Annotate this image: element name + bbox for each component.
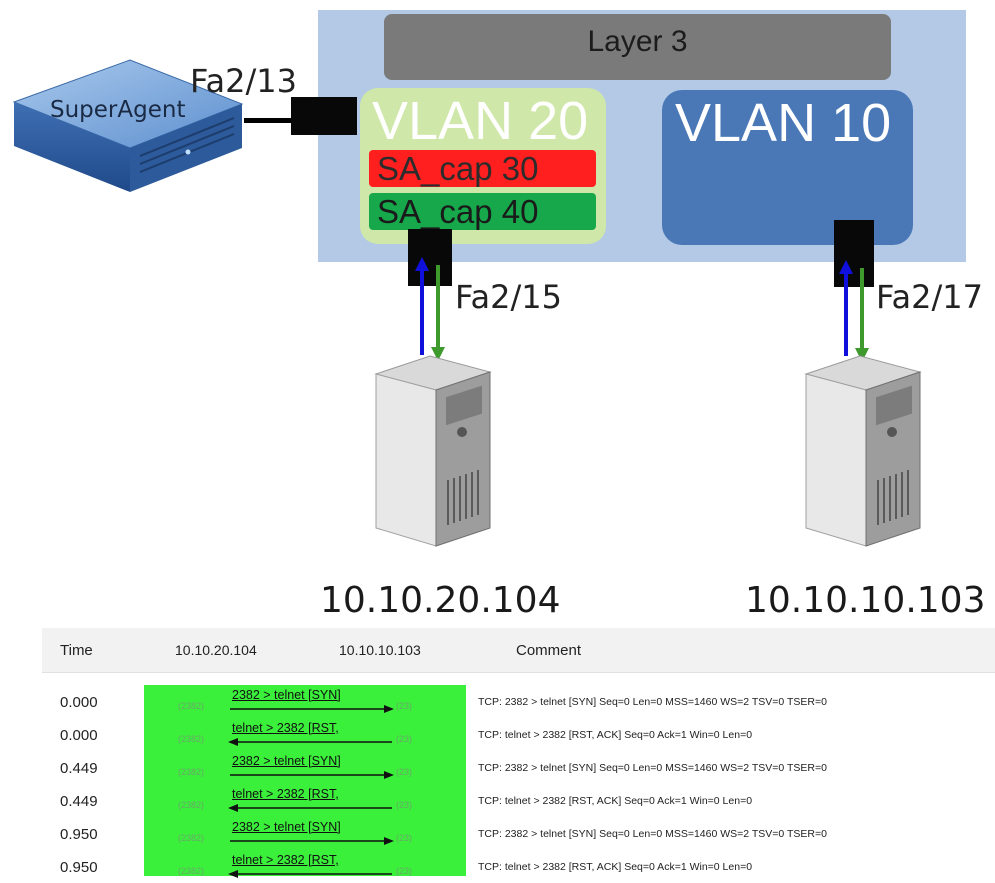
port-fa2-15	[408, 229, 452, 286]
row-flow-label: telnet > 2382 [RST,	[232, 721, 339, 735]
header-comment: Comment	[516, 642, 582, 659]
row-port-a: (2382)	[178, 866, 205, 876]
row-port-a: (2382)	[178, 701, 205, 711]
row-comment: TCP: 2382 > telnet [SYN] Seq=0 Len=0 MSS…	[478, 828, 827, 840]
row-flow-arrow	[230, 705, 394, 713]
port-fa2-17	[834, 220, 874, 287]
row-port-a: (2382)	[178, 800, 205, 810]
host-left-ip: 10.10.20.104	[320, 580, 561, 621]
row-time: 0.449	[60, 760, 98, 777]
server-left-icon	[374, 355, 492, 547]
row-flow-arrow	[228, 804, 392, 812]
sa-cap-40-bar: SA_cap 40	[369, 193, 596, 230]
row-time: 0.950	[60, 859, 98, 876]
row-flow-arrow	[230, 837, 394, 845]
row-flow-arrow	[230, 771, 394, 779]
vlan10-box	[662, 90, 913, 245]
table-row[interactable]: 0.950 (2382) (23) 2382 > telnet [SYN] TCP: 2…	[42, 820, 995, 850]
port-fa2-17-label: Fa2/17	[876, 278, 983, 316]
link-arrows-left-host	[415, 257, 445, 361]
row-flow-label: telnet > 2382 [RST,	[232, 853, 339, 867]
port-fa2-15-label: Fa2/15	[455, 278, 562, 316]
superagent-label: SuperAgent	[50, 97, 186, 123]
flow-highlight	[144, 685, 466, 876]
row-time: 0.000	[60, 727, 98, 744]
row-port-a: (2382)	[178, 833, 205, 843]
row-comment: TCP: telnet > 2382 [RST, ACK] Seq=0 Ack=…	[478, 729, 753, 741]
row-time: 0.000	[60, 694, 98, 711]
agent-link-line	[244, 118, 294, 123]
row-comment: TCP: telnet > 2382 [RST, ACK] Seq=0 Ack=…	[478, 861, 753, 873]
header-host-a: 10.10.20.104	[175, 642, 257, 658]
row-flow-label: telnet > 2382 [RST,	[232, 787, 339, 801]
row-port-b: (23)	[396, 767, 413, 777]
row-flow-arrow	[228, 738, 392, 746]
row-flow-label: 2382 > telnet [SYN]	[232, 688, 341, 702]
row-flow-label: 2382 > telnet [SYN]	[232, 754, 341, 768]
port-fa2-13-label: Fa2/13	[190, 62, 297, 100]
row-flow-label: 2382 > telnet [SYN]	[232, 820, 341, 834]
server-right-icon	[804, 355, 922, 547]
table-row[interactable]: 0.950 (2382) (23) telnet > 2382 [RST, TCP: t…	[42, 853, 995, 883]
row-comment: TCP: telnet > 2382 [RST, ACK] Seq=0 Ack=…	[478, 795, 753, 807]
vlan10-label: VLAN 10	[675, 93, 892, 153]
table-row[interactable]: 0.000 (2382) (23) 2382 > telnet [SYN] TCP: 2…	[42, 688, 995, 718]
table-row[interactable]: 0.000 (2382) (23) telnet > 2382 [RST, TCP: t…	[42, 721, 995, 751]
row-port-b: (23)	[396, 833, 413, 843]
link-arrows-right-host	[839, 260, 869, 362]
port-fa2-13	[291, 97, 357, 135]
layer3-label: Layer 3	[384, 14, 891, 80]
vlan20-label: VLAN 20	[372, 91, 589, 151]
table-row[interactable]: 0.449 (2382) (23) 2382 > telnet [SYN] TCP: 2…	[42, 754, 995, 784]
row-port-b: (23)	[396, 734, 413, 744]
host-right-ip: 10.10.10.103	[745, 580, 986, 621]
table-header: Time 10.10.20.104 10.10.10.103 Comment	[42, 628, 995, 673]
row-port-b: (23)	[396, 866, 413, 876]
packet-flow-table: Time 10.10.20.104 10.10.10.103 Comment 0…	[42, 628, 995, 878]
table-row[interactable]: 0.449 (2382) (23) telnet > 2382 [RST, TCP: t…	[42, 787, 995, 817]
row-flow-arrow	[228, 870, 392, 878]
row-comment: TCP: 2382 > telnet [SYN] Seq=0 Len=0 MSS…	[478, 696, 827, 708]
header-time: Time	[60, 642, 93, 659]
row-comment: TCP: 2382 > telnet [SYN] Seq=0 Len=0 MSS…	[478, 762, 827, 774]
superagent-appliance-icon	[12, 59, 244, 192]
row-time: 0.449	[60, 793, 98, 810]
row-port-b: (23)	[396, 800, 413, 810]
row-port-a: (2382)	[178, 767, 205, 777]
row-port-a: (2382)	[178, 734, 205, 744]
row-time: 0.950	[60, 826, 98, 843]
header-host-b: 10.10.10.103	[339, 642, 421, 658]
sa-cap-30-bar: SA_cap 30	[369, 150, 596, 187]
row-port-b: (23)	[396, 701, 413, 711]
